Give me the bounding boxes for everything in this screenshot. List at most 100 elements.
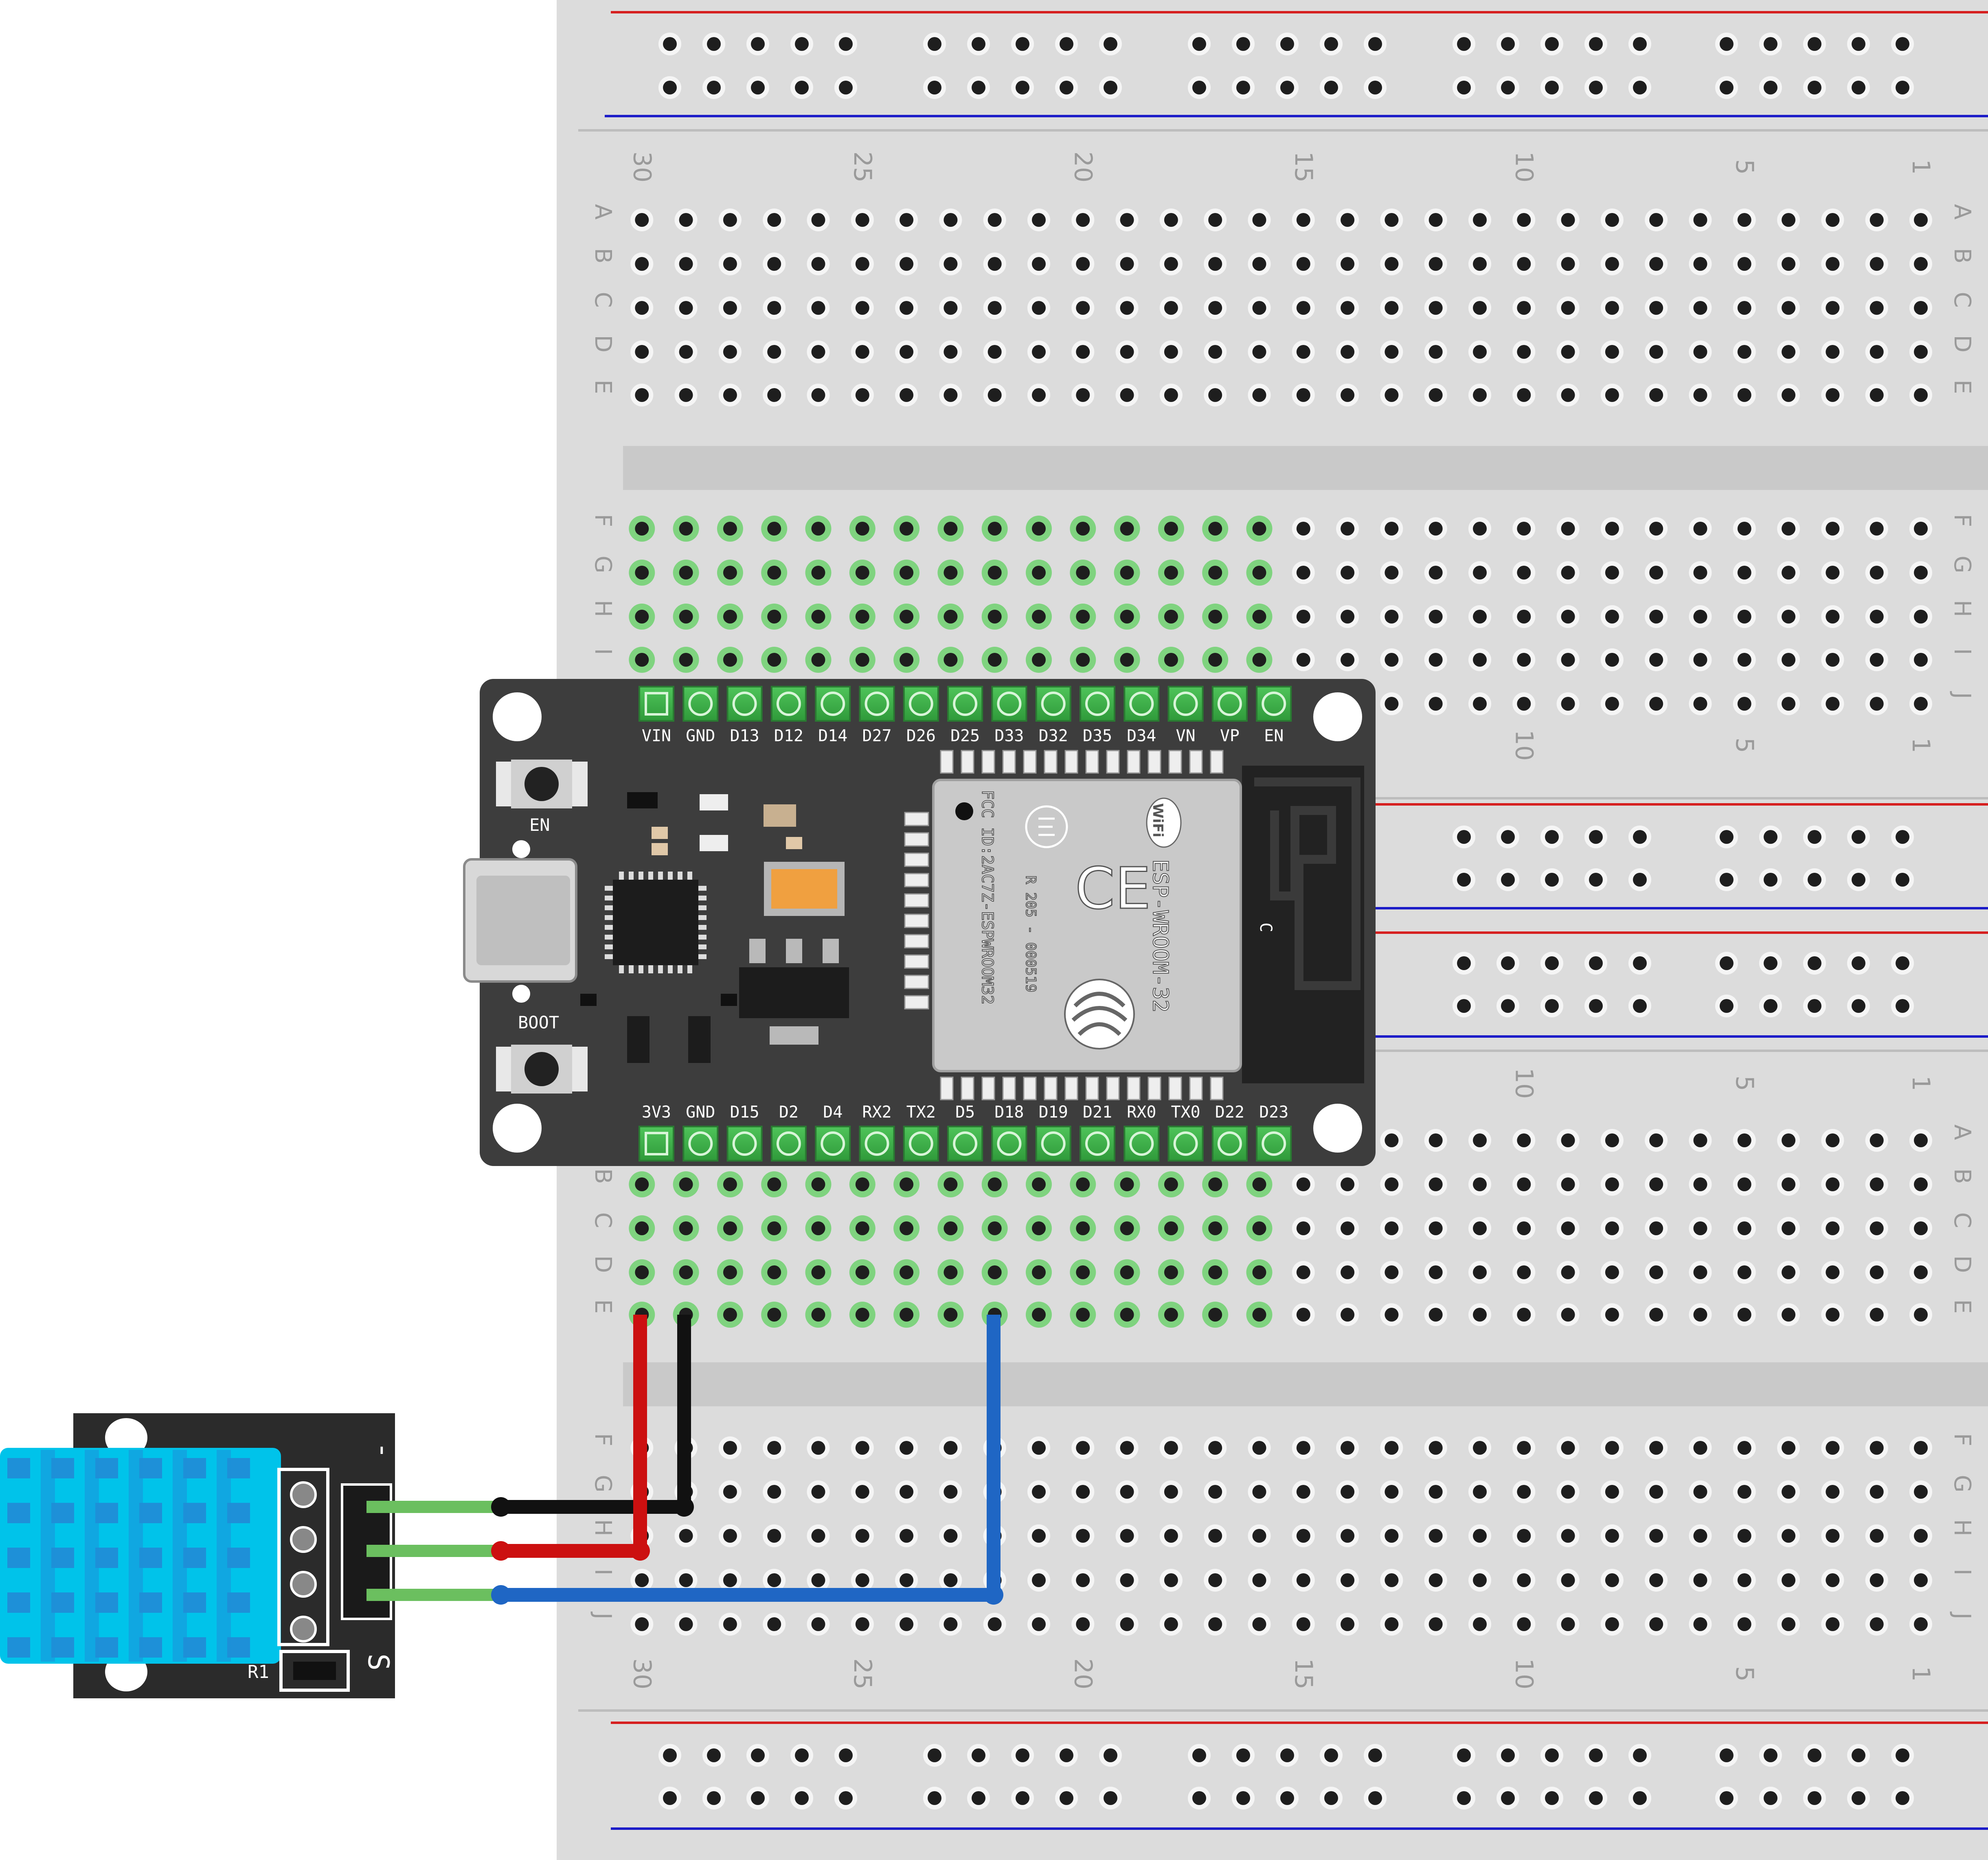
breadboard-hole[interactable] — [674, 253, 698, 275]
breadboard-hole[interactable] — [1424, 1261, 1447, 1284]
breadboard-hole[interactable] — [1453, 952, 1475, 975]
breadboard-hole[interactable] — [1248, 1480, 1271, 1503]
breadboard-hole[interactable] — [1424, 1129, 1447, 1152]
breadboard-hole[interactable] — [805, 604, 832, 630]
breadboard-hole[interactable] — [1114, 516, 1140, 542]
breadboard-hole[interactable] — [1099, 76, 1122, 99]
breadboard-hole[interactable] — [1556, 209, 1580, 231]
breadboard-hole[interactable] — [630, 1569, 654, 1592]
breadboard-hole[interactable] — [673, 604, 699, 630]
breadboard-hole[interactable] — [1468, 209, 1491, 231]
breadboard-hole[interactable] — [1496, 1744, 1519, 1767]
breadboard-hole[interactable] — [1380, 384, 1403, 406]
breadboard-hole[interactable] — [1468, 340, 1491, 363]
breadboard-hole[interactable] — [718, 340, 742, 363]
breadboard-hole[interactable] — [1248, 253, 1271, 275]
breadboard-hole[interactable] — [1628, 1744, 1651, 1767]
breadboard-hole[interactable] — [1453, 1744, 1475, 1767]
breadboard-hole[interactable] — [1055, 33, 1078, 55]
breadboard-hole[interactable] — [1055, 1744, 1078, 1767]
breadboard-hole[interactable] — [629, 516, 655, 542]
breadboard-hole[interactable] — [1891, 1787, 1914, 1809]
breadboard-hole[interactable] — [761, 647, 788, 673]
esp32-pin-d21[interactable] — [1080, 1126, 1115, 1162]
breadboard-hole[interactable] — [1689, 1436, 1712, 1459]
breadboard-hole[interactable] — [1424, 209, 1447, 231]
breadboard-hole[interactable] — [1628, 868, 1651, 891]
breadboard-hole[interactable] — [1909, 1480, 1932, 1503]
breadboard-hole[interactable] — [983, 1613, 1006, 1636]
esp32-pin-3v3[interactable] — [639, 1126, 674, 1162]
breadboard-hole[interactable] — [674, 384, 698, 406]
breadboard-hole[interactable] — [1468, 517, 1491, 540]
breadboard-hole[interactable] — [1803, 826, 1826, 848]
breadboard-hole[interactable] — [1821, 1217, 1844, 1240]
breadboard-hole[interactable] — [1070, 1215, 1096, 1241]
breadboard-hole[interactable] — [1733, 517, 1756, 540]
breadboard-hole[interactable] — [967, 76, 990, 99]
breadboard-hole[interactable] — [1909, 1569, 1932, 1592]
breadboard-hole[interactable] — [1114, 560, 1140, 586]
breadboard-hole[interactable] — [1600, 1480, 1624, 1503]
breadboard-hole[interactable] — [630, 253, 654, 275]
breadboard-hole[interactable] — [1336, 561, 1359, 584]
breadboard-hole[interactable] — [1909, 209, 1932, 231]
breadboard-hole[interactable] — [1380, 1261, 1403, 1284]
esp32-pin-tx2[interactable] — [903, 1126, 939, 1162]
breadboard-hole[interactable] — [1600, 340, 1624, 363]
breadboard-hole[interactable] — [1424, 517, 1447, 540]
breadboard-hole[interactable] — [1512, 561, 1536, 584]
esp32-pin-d23[interactable] — [1256, 1126, 1292, 1162]
breadboard-hole[interactable] — [1715, 826, 1738, 848]
breadboard-hole[interactable] — [1689, 517, 1712, 540]
breadboard-hole[interactable] — [1276, 1787, 1299, 1809]
breadboard-hole[interactable] — [1909, 1173, 1932, 1196]
breadboard-hole[interactable] — [1733, 1303, 1756, 1326]
esp32-pin-vin[interactable] — [639, 686, 674, 722]
breadboard-hole[interactable] — [893, 647, 920, 673]
breadboard-hole[interactable] — [1865, 1303, 1888, 1326]
breadboard-hole[interactable] — [1715, 868, 1738, 891]
breadboard-hole[interactable] — [718, 1613, 742, 1636]
breadboard-hole[interactable] — [1865, 1480, 1888, 1503]
breadboard-hole[interactable] — [1689, 1613, 1712, 1636]
breadboard-hole[interactable] — [1320, 76, 1343, 99]
breadboard-hole[interactable] — [1248, 1436, 1271, 1459]
breadboard-hole[interactable] — [1380, 1217, 1403, 1240]
breadboard-hole[interactable] — [939, 340, 962, 363]
breadboard-hole[interactable] — [746, 33, 769, 55]
esp32-pin-gnd[interactable] — [682, 686, 719, 722]
breadboard-hole[interactable] — [1204, 1524, 1227, 1547]
breadboard-hole[interactable] — [1468, 692, 1491, 715]
breadboard-hole[interactable] — [895, 1613, 918, 1636]
breadboard-hole[interactable] — [1821, 692, 1844, 715]
breadboard-hole[interactable] — [1364, 1744, 1387, 1767]
breadboard-hole[interactable] — [851, 1569, 874, 1592]
esp32-pin-vn[interactable] — [1167, 686, 1204, 722]
breadboard-hole[interactable] — [967, 1744, 990, 1767]
breadboard-hole[interactable] — [1821, 517, 1844, 540]
breadboard-hole[interactable] — [1380, 340, 1403, 363]
breadboard-hole[interactable] — [1689, 692, 1712, 715]
breadboard-hole[interactable] — [807, 1480, 830, 1503]
breadboard-hole[interactable] — [1380, 692, 1403, 715]
breadboard-hole[interactable] — [1159, 340, 1183, 363]
breadboard-hole[interactable] — [1204, 1569, 1227, 1592]
breadboard-hole[interactable] — [1071, 1524, 1095, 1547]
breadboard-hole[interactable] — [1468, 1303, 1491, 1326]
breadboard-hole[interactable] — [1865, 1436, 1888, 1459]
esp32-pin-d32[interactable] — [1035, 686, 1071, 722]
breadboard-hole[interactable] — [981, 560, 1008, 586]
breadboard-hole[interactable] — [1071, 340, 1095, 363]
breadboard-hole[interactable] — [718, 384, 742, 406]
breadboard-hole[interactable] — [1645, 1261, 1668, 1284]
breadboard-hole[interactable] — [1803, 995, 1826, 1017]
breadboard-hole[interactable] — [1733, 1217, 1756, 1240]
breadboard-hole[interactable] — [834, 33, 857, 55]
breadboard-hole[interactable] — [746, 76, 769, 99]
breadboard-hole[interactable] — [761, 604, 788, 630]
breadboard-hole[interactable] — [1865, 648, 1888, 671]
breadboard-hole[interactable] — [967, 1787, 990, 1809]
breadboard-hole[interactable] — [1071, 253, 1095, 275]
breadboard-hole[interactable] — [1600, 517, 1624, 540]
